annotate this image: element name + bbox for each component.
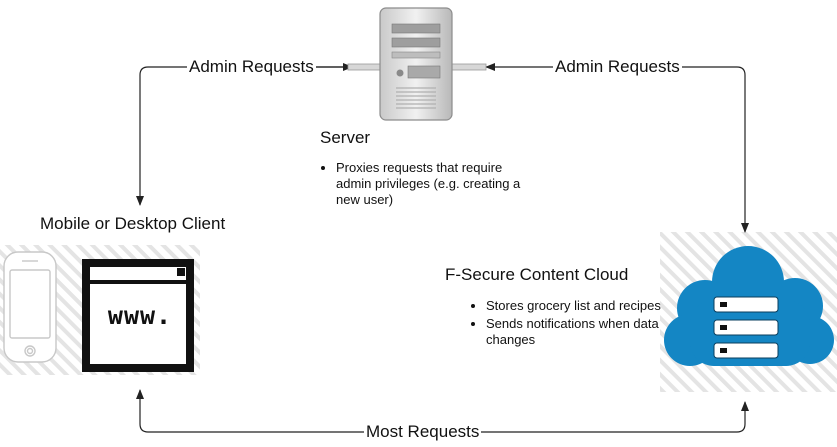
cloud-title: F-Secure Content Cloud xyxy=(445,265,629,284)
admin-left-connector xyxy=(136,63,353,206)
most-requests-connector xyxy=(136,389,749,433)
most-requests-label: Most Requests xyxy=(364,422,482,442)
browser-window-icon xyxy=(82,259,194,372)
server-bullet-list: Proxies requests that require admin priv… xyxy=(322,160,526,210)
server-bullet-item: Proxies requests that require admin priv… xyxy=(336,160,526,208)
mobile-phone-icon xyxy=(3,251,57,363)
browser-window-text: www. xyxy=(107,301,173,330)
server-title: Server xyxy=(320,128,371,147)
admin-requests-left-label: Admin Requests xyxy=(187,57,316,77)
admin-requests-right-label: Admin Requests xyxy=(553,57,682,77)
admin-right-connector xyxy=(485,63,749,233)
cloud-bullet-item: Stores grocery list and recipes xyxy=(486,298,664,314)
cloud-bullet-list: Stores grocery list and recipes Sends no… xyxy=(472,298,664,350)
cloud-bullet-item: Sends notifications when data changes xyxy=(486,316,664,348)
server-tower-icon xyxy=(347,7,487,121)
client-title: Mobile or Desktop Client xyxy=(40,214,226,233)
cloud-storage-icon xyxy=(664,246,834,366)
